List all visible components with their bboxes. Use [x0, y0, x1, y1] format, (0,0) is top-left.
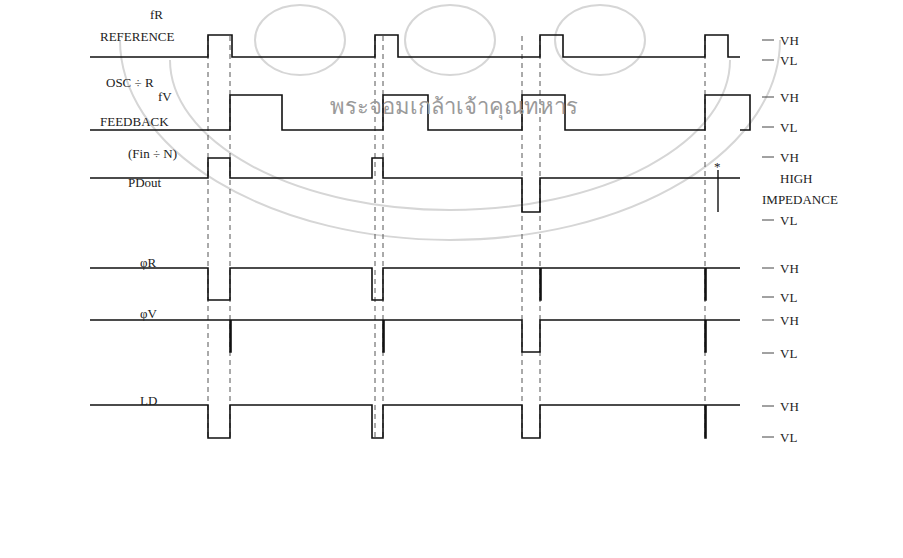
level-label: VL: [780, 121, 797, 134]
level-label: VL: [780, 291, 797, 304]
signal-name: (Fin ÷ N): [128, 147, 177, 160]
watermark-text: พระจอมเกล้าเจ้าคุณทหาร: [330, 96, 578, 118]
watermark-emblem: [120, 5, 780, 240]
level-label: VL: [780, 54, 797, 67]
level-label: VL: [780, 431, 797, 444]
level-label: IMPEDANCE: [762, 193, 838, 206]
level-ticks: [762, 40, 774, 437]
level-label: VH: [780, 151, 799, 164]
signal-name: φR: [140, 256, 156, 269]
signal-name: fR: [150, 8, 163, 21]
level-label: VH: [780, 314, 799, 327]
signal-name: FEEDBACK: [100, 115, 169, 128]
signal-name: LD: [140, 394, 157, 407]
phi-r-wave: [90, 268, 740, 300]
signal-name: fV: [158, 90, 172, 103]
level-label: VH: [780, 262, 799, 275]
level-label: HIGH: [780, 172, 813, 185]
signal-name: OSC ÷ R: [106, 76, 154, 89]
signal-name: PDout: [128, 176, 161, 189]
level-label: VL: [780, 214, 797, 227]
note-mark: *: [714, 160, 721, 173]
ld-wave: [90, 405, 740, 438]
pdout-wave: [90, 158, 740, 212]
pdout-spike: [717, 170, 718, 212]
feedback-wave: [90, 95, 750, 130]
signal-name: φV: [140, 307, 157, 320]
level-label: VL: [780, 347, 797, 360]
phi-v-wave: [90, 320, 740, 352]
level-label: VH: [780, 34, 799, 47]
level-label: VH: [780, 91, 799, 104]
reference-wave: [90, 35, 740, 57]
level-label: VH: [780, 400, 799, 413]
signal-name: REFERENCE: [100, 30, 174, 43]
